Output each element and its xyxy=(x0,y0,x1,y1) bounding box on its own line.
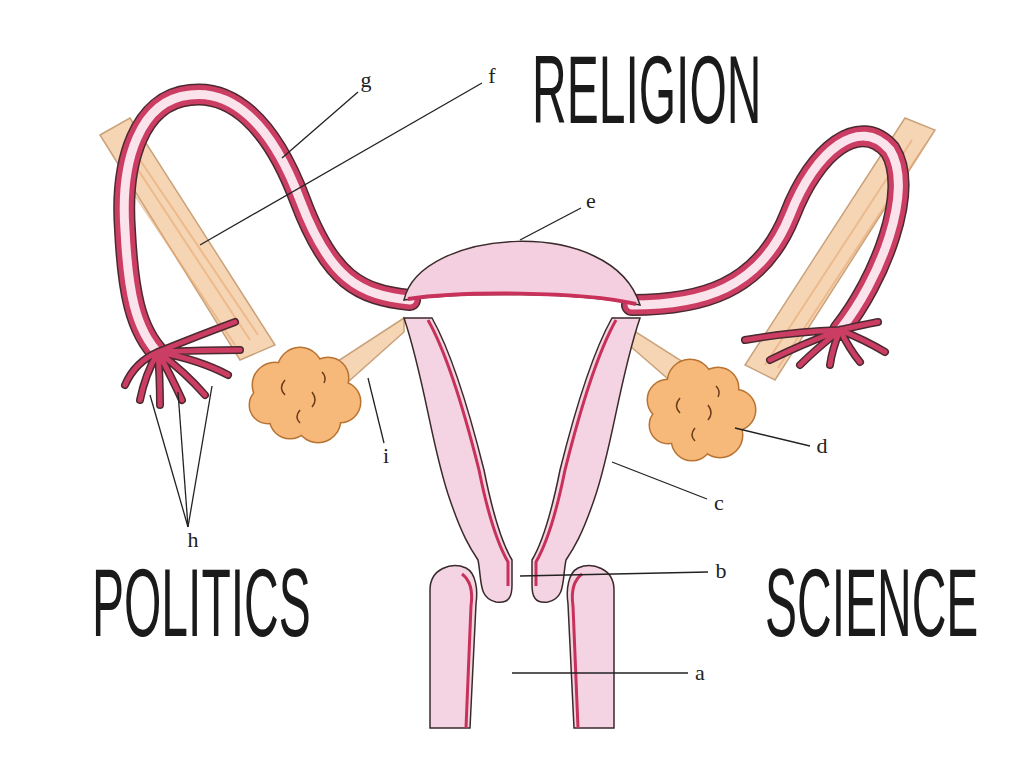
fallopian-tubes xyxy=(124,94,898,355)
callout-letter: i xyxy=(383,445,389,467)
leader-line xyxy=(612,462,707,499)
ovary-lobe xyxy=(280,370,330,420)
leader-line xyxy=(200,83,482,245)
endometrium-line xyxy=(536,320,616,586)
callout-letter: a xyxy=(695,662,705,684)
ovary-fill xyxy=(250,348,360,442)
leader-line xyxy=(178,392,188,527)
follicle-mark xyxy=(282,372,326,423)
ovary-fill xyxy=(648,360,755,460)
fimbria-outline xyxy=(125,322,240,405)
ovary-outline xyxy=(648,360,755,460)
fimbria xyxy=(745,322,885,365)
fimbriae xyxy=(125,322,885,405)
vaginal-lining xyxy=(462,574,472,728)
vaginal-wall xyxy=(430,566,477,728)
leader-line xyxy=(512,672,688,673)
tube-wall xyxy=(632,136,898,330)
tube-outline xyxy=(124,94,410,355)
callout-letter: b xyxy=(716,560,727,582)
ovary-outline xyxy=(250,348,360,442)
fimbria-outline xyxy=(745,322,885,365)
follicle-mark xyxy=(677,386,720,441)
vaginal-lining xyxy=(572,574,582,728)
tube-lumen xyxy=(632,136,898,330)
uterine-wall xyxy=(532,318,640,602)
callout-letter: e xyxy=(586,190,596,212)
uterine-wall xyxy=(404,318,512,602)
leader-line xyxy=(368,378,384,443)
ovary xyxy=(648,360,755,460)
fimbria xyxy=(125,322,240,405)
uterus-left xyxy=(404,318,512,728)
leader-line xyxy=(735,428,810,446)
section-word: POLITICS xyxy=(92,555,311,651)
tube-outline xyxy=(632,136,898,330)
fundus-lining xyxy=(408,294,636,304)
leader-line xyxy=(282,92,358,158)
callout-letter: h xyxy=(188,529,199,551)
ovary xyxy=(250,348,360,442)
leader-line xyxy=(150,395,188,527)
tube-wall xyxy=(124,94,410,355)
ovary-lobe xyxy=(675,385,725,435)
leader-line xyxy=(188,386,212,527)
leader-line xyxy=(520,208,581,240)
endometrium-line xyxy=(428,320,508,586)
callout-letter: g xyxy=(361,69,372,91)
ligament-bands xyxy=(100,118,935,398)
callout-letter: f xyxy=(488,65,495,87)
section-word: SCIENCE xyxy=(765,555,978,651)
tube-lumen xyxy=(124,94,410,355)
uterus-right xyxy=(532,318,640,728)
callout-letter: d xyxy=(817,435,828,457)
leader-line xyxy=(520,572,708,576)
callout-letter: c xyxy=(714,492,724,514)
vaginal-wall xyxy=(567,566,614,728)
uterine-fundus xyxy=(404,241,640,305)
section-word: RELIGION xyxy=(532,42,761,138)
